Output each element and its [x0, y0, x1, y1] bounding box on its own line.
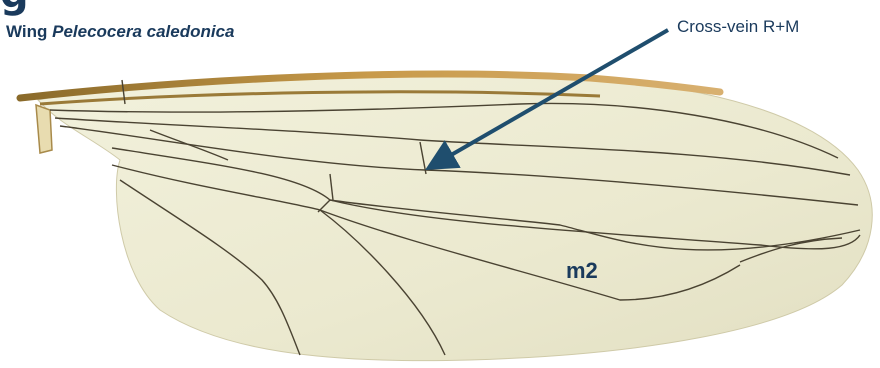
- cell-label: m2: [566, 258, 598, 284]
- wing-base: [36, 105, 52, 153]
- wing-membrane: [38, 74, 872, 361]
- annotation-label: Cross-vein R+M: [677, 17, 799, 37]
